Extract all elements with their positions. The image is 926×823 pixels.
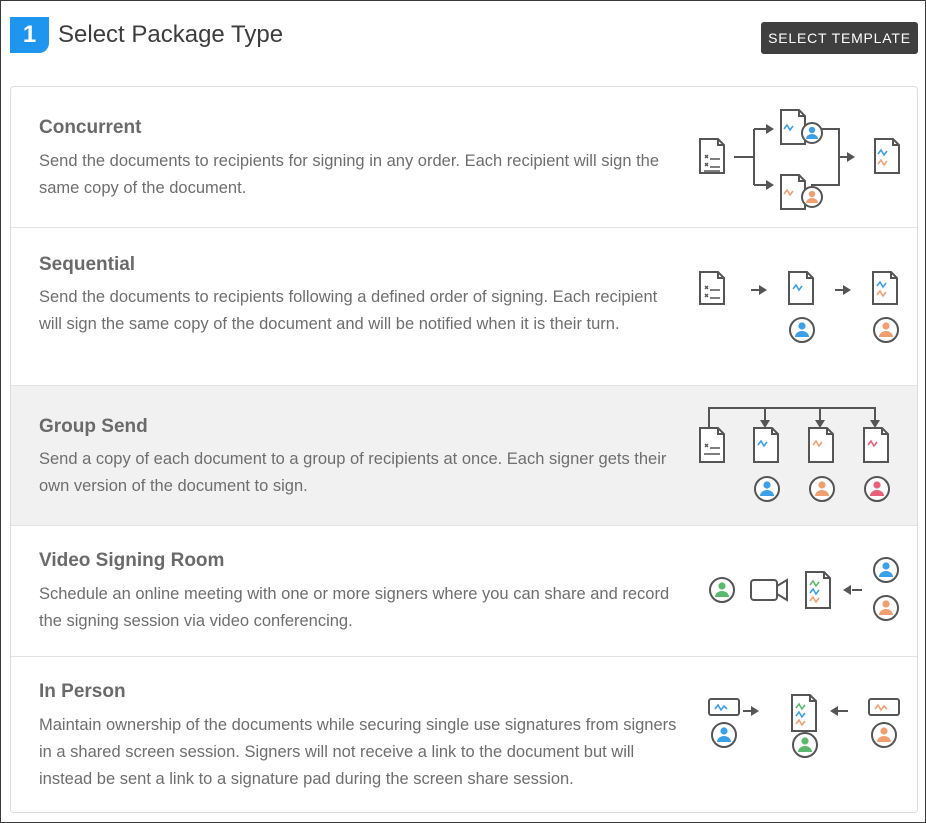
video-room-diagram-icon <box>709 557 899 621</box>
package-type-list: Concurrent Send the documents to recipie… <box>10 86 918 813</box>
sequential-diagram-icon <box>699 271 899 343</box>
option-sequential[interactable]: Sequential Send the documents to recipie… <box>11 228 917 386</box>
option-description: Schedule an online meeting with one or m… <box>39 585 670 630</box>
option-description: Send the documents to recipients followi… <box>39 288 658 333</box>
option-video-signing-room[interactable]: Video Signing Room Schedule an online me… <box>11 526 917 657</box>
option-description: Send the documents to recipients for sig… <box>39 152 660 197</box>
option-title: Video Signing Room <box>39 550 225 571</box>
option-in-person[interactable]: In Person Maintain ownership of the docu… <box>11 657 917 812</box>
option-group-send[interactable]: Group Send Send a copy of each document … <box>11 386 917 526</box>
select-template-button[interactable]: SELECT TEMPLATE <box>761 22 918 54</box>
option-description: Send a copy of each document to a group … <box>39 450 667 495</box>
group-send-diagram-icon <box>699 407 890 502</box>
section-header: 1 Select Package Type SELECT TEMPLATE <box>1 1 925 81</box>
page-title: Select Package Type <box>58 21 284 48</box>
option-title: Concurrent <box>39 117 142 138</box>
in-person-diagram-icon <box>708 694 900 758</box>
option-title: Sequential <box>39 254 136 275</box>
option-concurrent[interactable]: Concurrent Send the documents to recipie… <box>11 87 917 228</box>
option-title: In Person <box>39 681 126 702</box>
step-badge: 1 <box>10 17 49 53</box>
concurrent-diagram-icon <box>699 109 900 210</box>
option-title: Group Send <box>39 416 148 437</box>
option-description: Maintain ownership of the documents whil… <box>39 716 677 788</box>
